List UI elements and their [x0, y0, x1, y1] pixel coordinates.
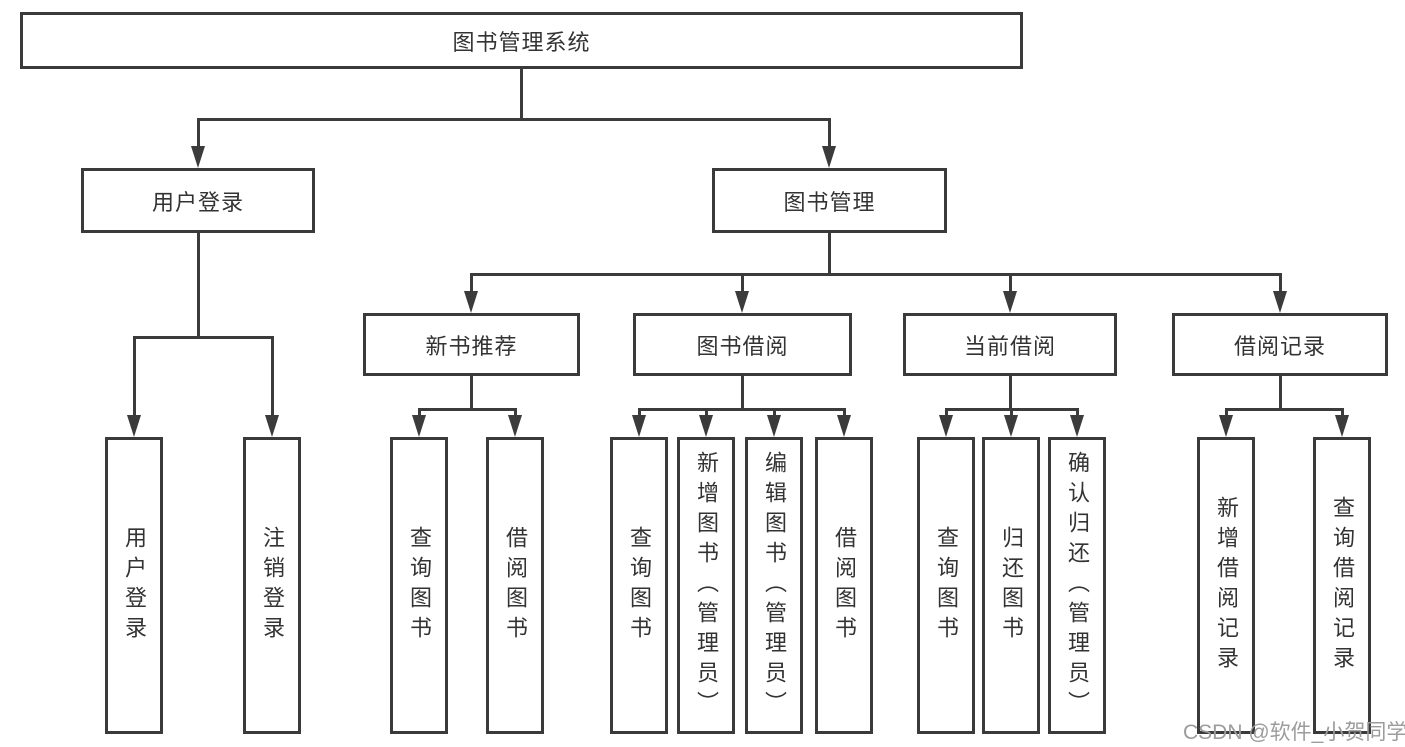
arrowhead-new-book: [464, 291, 478, 313]
leaf-add-book-admin: 新增图书（管理员）: [677, 437, 735, 734]
node-book-management: 图书管理: [712, 168, 947, 233]
node-label: 新增借阅记录: [1214, 495, 1239, 676]
connector-current-borrow-stub: [1009, 376, 1012, 410]
arrowhead-book-borrow: [735, 291, 749, 313]
leaf-query-books-borrow: 查询图书: [610, 437, 668, 734]
connector-shaft-leaf-user-login: [133, 336, 136, 416]
node-label: 用户登录: [151, 189, 244, 215]
connector-root-stub: [520, 68, 523, 121]
connector-shaft-leaf: [1076, 408, 1079, 418]
node-label: 借阅图书: [832, 525, 857, 646]
arrowhead-leaf-add-record: [1219, 415, 1233, 437]
connector-shaft-leaf-logout: [271, 336, 274, 416]
arrowhead-leaf-add-book: [699, 415, 713, 437]
connector-user-login-rail: [133, 336, 274, 339]
node-label: 新书推荐: [425, 333, 518, 359]
connector-shaft-leaf: [945, 408, 948, 418]
node-label: 查询图书: [407, 525, 432, 646]
arrowhead-leaf-return-book: [1004, 415, 1018, 437]
arrowhead-leaf-confirm-return: [1070, 415, 1084, 437]
node-label: 查询借阅记录: [1330, 495, 1355, 676]
leaf-query-borrow-record: 查询借阅记录: [1313, 437, 1371, 734]
node-label: 借阅记录: [1233, 333, 1326, 359]
arrowhead-leaf-borrow-books-1: [508, 415, 522, 437]
arrowhead-leaf-edit-book: [767, 415, 781, 437]
leaf-borrow-books-borrow: 借阅图书: [815, 437, 873, 734]
node-label: 归还图书: [999, 525, 1024, 646]
node-new-book-recommendation: 新书推荐: [363, 313, 580, 376]
connector-level2-rail: [197, 118, 831, 121]
arrowhead-leaf-logout: [265, 415, 279, 437]
arrowhead-current-borrow: [1003, 291, 1017, 313]
connector-new-book-rail: [418, 408, 517, 411]
node-label: 新增图书（管理员）: [694, 450, 719, 721]
connector-shaft-leaf: [843, 408, 846, 418]
arrowhead-borrow-records: [1273, 291, 1287, 313]
node-label: 当前借阅: [963, 333, 1056, 359]
arrowhead-book-management: [822, 146, 836, 168]
connector-shaft-leaf: [1010, 408, 1013, 418]
connector-shaft-book-borrow: [741, 273, 744, 293]
node-label: 确认归还（管理员）: [1065, 450, 1090, 721]
leaf-user-login: 用户登录: [105, 437, 163, 734]
node-label: 查询图书: [934, 525, 959, 646]
connector-shaft-leaf: [705, 408, 708, 418]
connector-borrow-records-stub: [1279, 376, 1282, 410]
connector-book-borrow-stub: [741, 376, 744, 410]
leaf-query-books-current: 查询图书: [917, 437, 975, 734]
connector-shaft-borrow-records: [1279, 273, 1282, 293]
node-label: 图书管理: [783, 189, 876, 215]
connector-borrow-records-rail: [1225, 408, 1343, 411]
arrowhead-leaf-query-record: [1335, 415, 1349, 437]
connector-book-borrow-rail: [638, 408, 846, 411]
connector-level3-rail: [470, 273, 1281, 276]
connector-user-login-stub: [197, 233, 200, 338]
connector-shaft-book-management: [828, 118, 831, 148]
node-label: 借阅图书: [503, 525, 528, 646]
connector-book-management-stub: [828, 233, 831, 276]
connector-shaft-leaf: [514, 408, 517, 418]
connector-shaft-user-login: [197, 118, 200, 148]
connector-shaft-leaf: [638, 408, 641, 418]
node-book-borrowing: 图书借阅: [633, 313, 852, 376]
connector-shaft-leaf: [773, 408, 776, 418]
node-label: 用户登录: [122, 525, 147, 646]
node-label: 编辑图书（管理员）: [762, 450, 787, 721]
node-user-login: 用户登录: [81, 168, 315, 233]
node-library-system: 图书管理系统: [20, 12, 1023, 69]
leaf-add-borrow-record: 新增借阅记录: [1197, 437, 1255, 734]
leaf-edit-book-admin: 编辑图书（管理员）: [745, 437, 803, 734]
arrowhead-leaf-user-login: [127, 415, 141, 437]
leaf-logout: 注销登录: [243, 437, 301, 734]
csdn-watermark: CSDN @软件_小贺同学: [1183, 721, 1405, 744]
connector-shaft-new-book: [470, 273, 473, 293]
arrowhead-leaf-query-books-1: [412, 415, 426, 437]
leaf-query-books-recommend: 查询图书: [390, 437, 448, 734]
node-label: 图书借阅: [696, 333, 789, 359]
arrowhead-leaf-borrow-books-2: [837, 415, 851, 437]
arrowhead-leaf-query-books-3: [939, 415, 953, 437]
leaf-borrow-books-recommend: 借阅图书: [486, 437, 544, 734]
arrowhead-user-login: [191, 146, 205, 168]
connector-shaft-current-borrow: [1009, 273, 1012, 293]
connector-new-book-stub: [470, 376, 473, 410]
arrowhead-leaf-query-books-2: [632, 415, 646, 437]
leaf-return-book: 归还图书: [982, 437, 1040, 734]
node-label: 图书管理系统: [452, 29, 591, 55]
connector-shaft-leaf: [1341, 408, 1344, 418]
leaf-confirm-return-admin: 确认归还（管理员）: [1048, 437, 1106, 734]
node-label: 查询图书: [627, 525, 652, 646]
node-label: 注销登录: [260, 525, 285, 646]
connector-shaft-leaf: [1225, 408, 1228, 418]
connector-shaft-leaf: [418, 408, 421, 418]
node-current-borrowing: 当前借阅: [903, 313, 1117, 376]
node-borrowing-records: 借阅记录: [1172, 313, 1388, 376]
